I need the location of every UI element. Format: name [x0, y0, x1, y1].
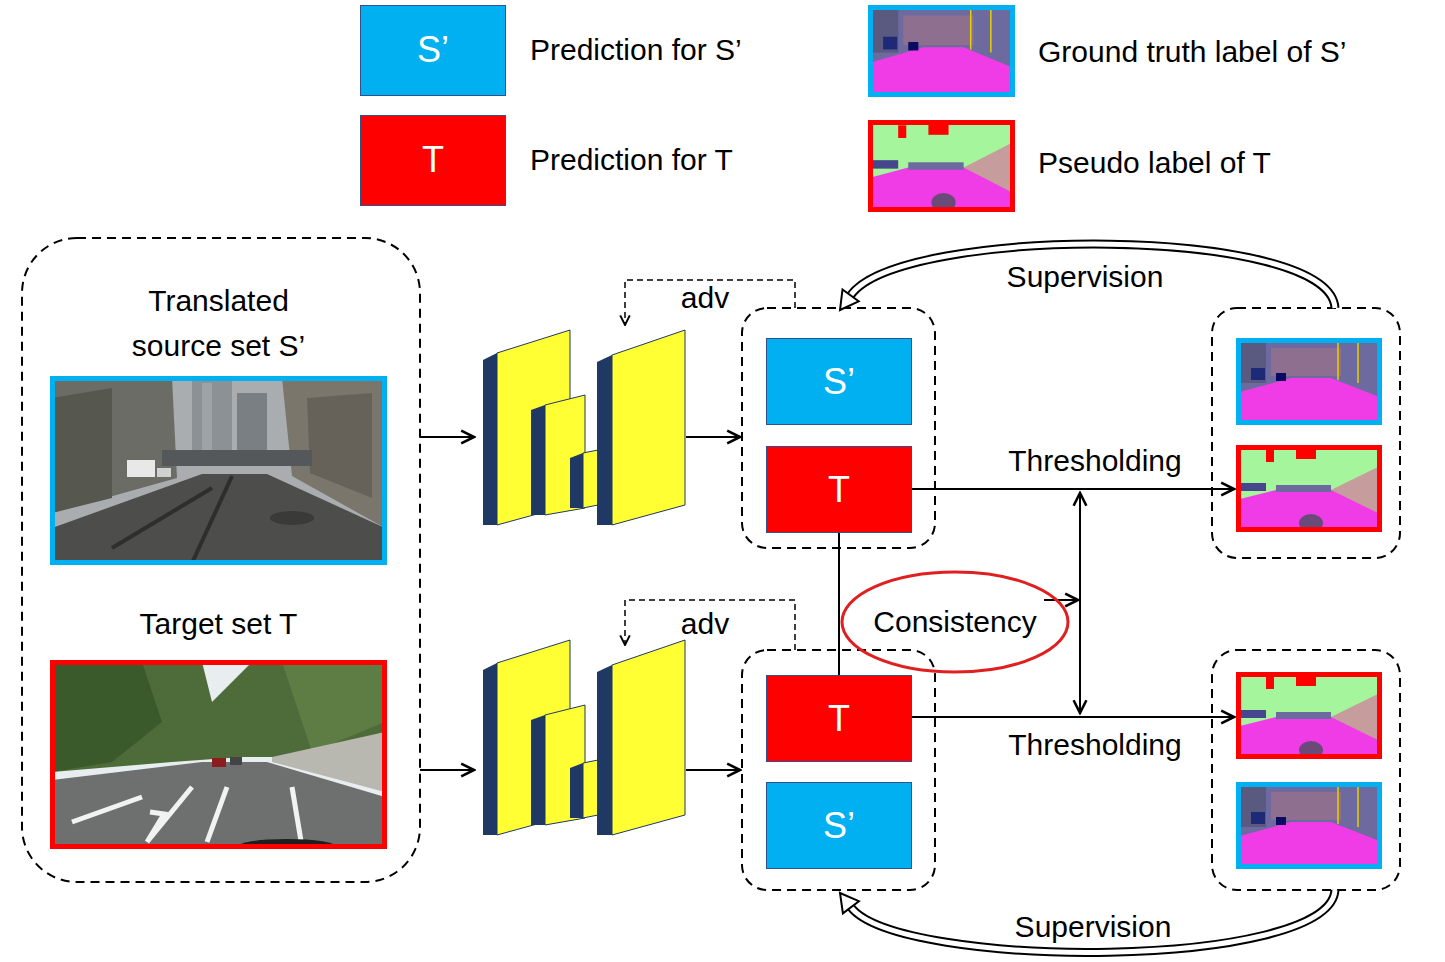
prediction-box: S’ — [766, 782, 912, 869]
segmentation-map — [871, 123, 1013, 210]
flow-arrow — [1079, 493, 1081, 713]
segmentation-map — [1236, 445, 1382, 532]
flow-arrow — [686, 769, 740, 771]
flow-arrow — [1044, 599, 1078, 601]
set-heading: Target set T — [104, 601, 334, 646]
dashed-group — [742, 308, 935, 548]
arrow-label: Supervision — [1015, 909, 1172, 945]
supervision-arrow — [851, 244, 1335, 308]
scene-image — [52, 378, 385, 855]
consistency-line — [838, 533, 840, 675]
supervision-arrow — [851, 890, 1335, 952]
flow-arrow — [420, 436, 474, 438]
scene-image — [52, 378, 385, 563]
segmentation-map — [1239, 675, 1380, 757]
prediction-box: T — [766, 675, 912, 762]
legend-text: Prediction for T — [530, 142, 733, 178]
flow-arrow — [686, 436, 740, 438]
adv-arrow — [625, 600, 795, 650]
segmentation-map — [868, 5, 1382, 869]
segmentation-map — [1239, 448, 1380, 530]
segmentation-map — [1236, 782, 1382, 869]
segmentation-map — [871, 8, 1013, 95]
scene-image — [52, 662, 385, 855]
source-image-box: Translated source set S’ — [50, 376, 387, 565]
box-label: T — [828, 469, 850, 511]
box-label: T — [828, 698, 850, 740]
network-blocks — [483, 330, 685, 525]
dashed-group — [1212, 308, 1400, 558]
segmentation-map — [1236, 672, 1382, 759]
dashed-group — [22, 238, 1400, 890]
arrow-label: adv — [681, 280, 729, 316]
arrow-label: Thresholding — [1008, 443, 1181, 479]
legend-text: Pseudo label of T — [1038, 145, 1271, 181]
adv-arrow — [625, 280, 795, 325]
network-blocks — [483, 640, 685, 835]
box-label: S’ — [823, 805, 855, 847]
set-heading: Translated source set S’ — [104, 278, 334, 368]
supervision-arrow — [840, 244, 1335, 952]
consistency-ellipse — [842, 572, 1068, 672]
flow-arrow — [420, 437, 1234, 770]
flow-arrow — [912, 488, 1234, 490]
box-label: S’ — [823, 361, 855, 403]
supervision-arrow — [851, 244, 1335, 308]
supervision-arrow — [840, 893, 859, 913]
arrow-label: Supervision — [1007, 259, 1164, 295]
swatch-letter: S’ — [417, 28, 449, 71]
segmentation-map — [1236, 338, 1382, 425]
prediction-box: T — [766, 446, 912, 533]
supervision-arrow — [840, 290, 859, 311]
dashed-group — [22, 238, 420, 882]
swatch-letter: T — [422, 138, 444, 181]
legend-text: Ground truth label of S’ — [1038, 34, 1347, 70]
dashed-group — [1212, 650, 1400, 890]
arrow-label: Thresholding — [1008, 727, 1181, 763]
segmentation-map — [868, 120, 1015, 212]
target-image-box: Target set T — [50, 660, 387, 849]
segmentation-map — [1239, 341, 1380, 423]
arrow-label: adv — [681, 606, 729, 642]
segmentation-map — [1239, 785, 1380, 867]
network-blocks — [483, 330, 685, 835]
dashed-group — [742, 650, 935, 890]
flow-arrow — [912, 716, 1234, 718]
edge-label: Consistency — [873, 604, 1036, 640]
segmentation-map — [868, 5, 1015, 97]
prediction-box: S’ — [766, 338, 912, 425]
supervision-arrow — [851, 890, 1335, 952]
legend-text: Prediction for S’ — [530, 32, 742, 68]
consistency-ellipse — [842, 572, 1068, 672]
flow-arrow — [420, 769, 474, 771]
